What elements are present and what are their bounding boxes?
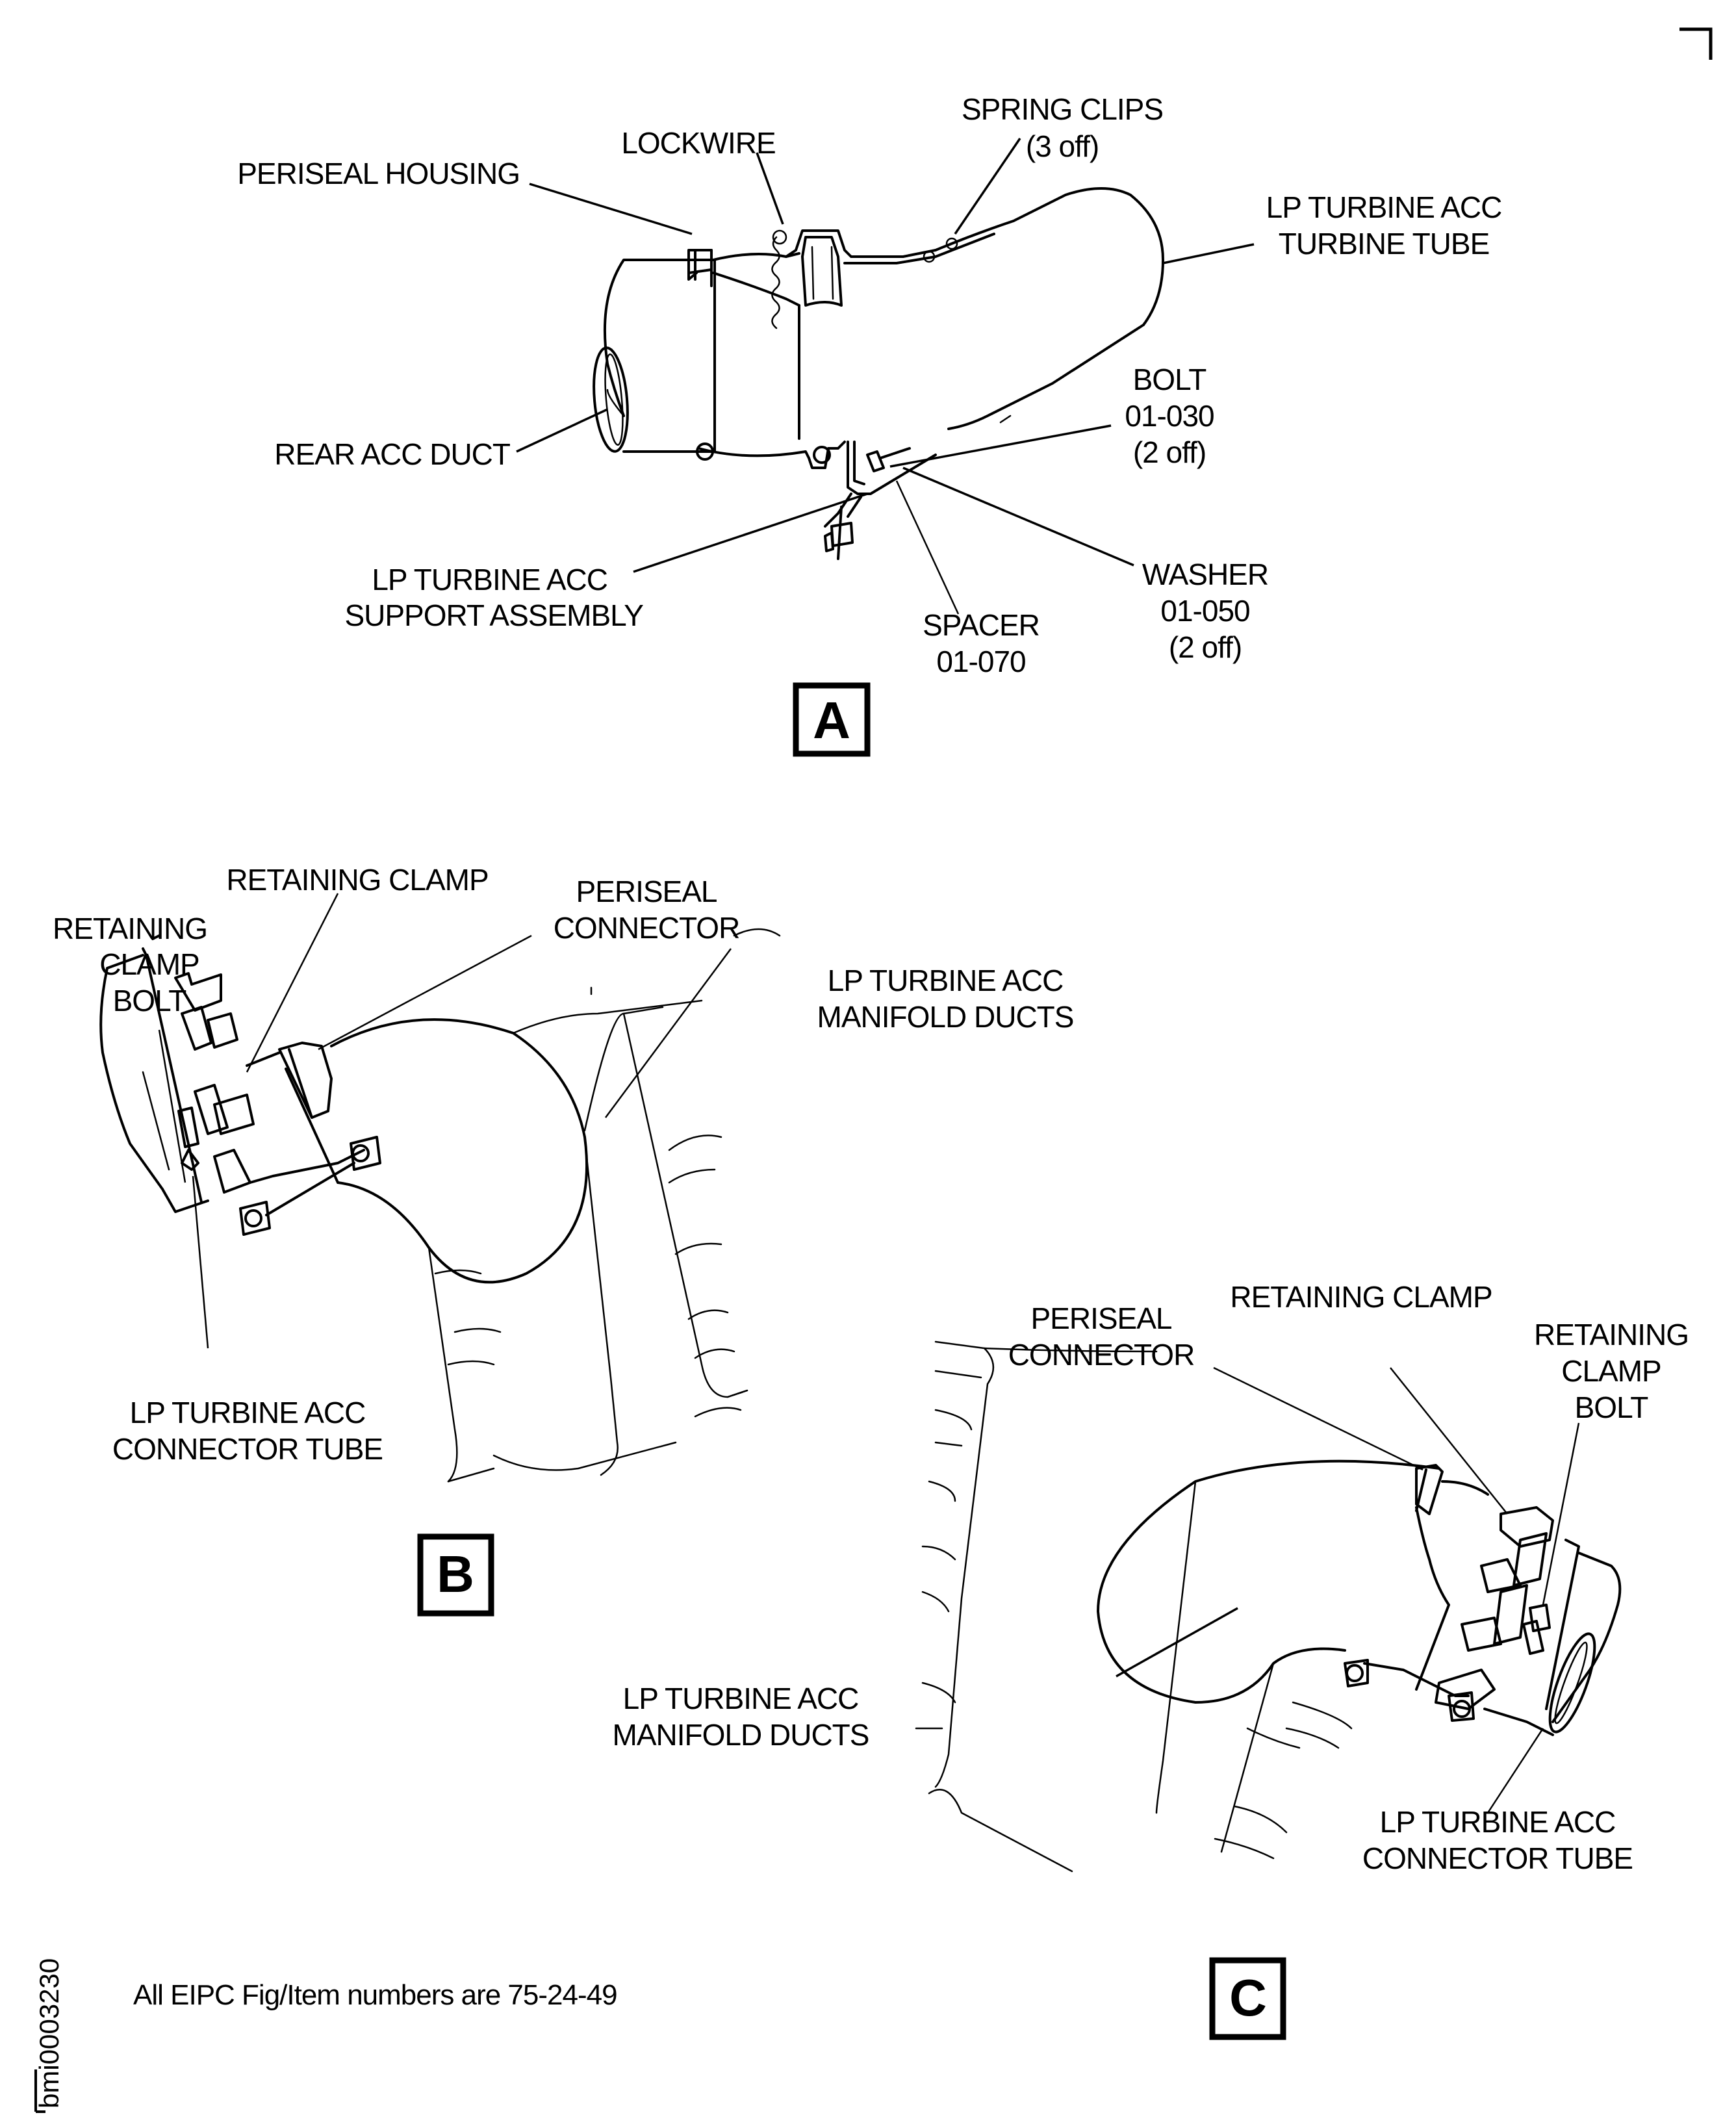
label-lockwire: LOCKWIRE — [621, 126, 775, 160]
retaining-clamp-b-shape — [174, 972, 381, 1236]
label-c-manifold-ducts-line2: MANIFOLD DUCTS — [613, 1718, 869, 1752]
manifold-ducts-c-shape — [915, 1340, 1440, 1873]
coupling-band-shape — [785, 229, 937, 307]
lockwire-shape — [771, 236, 780, 329]
view-a-drawing: PERISEAL HOUSING LOCKWIRE SPRING CLIPS (… — [237, 92, 1502, 757]
label-c-retaining-clamp: RETAINING CLAMP — [1230, 1280, 1492, 1314]
connector-tube-c-shape — [1483, 1539, 1622, 1736]
footnote-eipc-reference: All EIPC Fig/Item numbers are 75-24-49 — [133, 1979, 617, 2011]
label-b-connector-tube-line1: LP TURBINE ACC — [130, 1396, 366, 1429]
label-turbine-tube-line2: TURBINE TUBE — [1279, 227, 1490, 261]
support-bracket-shape — [696, 441, 937, 560]
label-washer-part-number: 01-050 — [1160, 594, 1249, 628]
view-b-marker-box-outer — [417, 1533, 494, 1617]
view-b-leaders — [158, 893, 732, 1349]
lockwire-loop — [772, 229, 787, 245]
rear-acc-duct-shape — [593, 259, 716, 453]
label-spring-clips: SPRING CLIPS — [962, 92, 1163, 126]
view-c-leaders — [1116, 1366, 1580, 1813]
label-b-retaining-clamp-bolt-line2: CLAMP — [99, 947, 199, 981]
label-c-connector-tube-line1: LP TURBINE ACC — [1380, 1805, 1616, 1839]
label-support-assembly-line2: SUPPORT ASSEMBLY — [344, 598, 643, 632]
label-c-connector-tube-line2: CONNECTOR TUBE — [1362, 1841, 1633, 1875]
label-washer-qty: (2 off) — [1169, 630, 1242, 664]
periseal-connector-c-shape — [1415, 1464, 1489, 1691]
label-b-retaining-clamp: RETAINING CLAMP — [226, 863, 488, 897]
label-b-retaining-clamp-bolt-line3: BOLT — [113, 984, 187, 1018]
view-a-letter: A — [813, 691, 850, 749]
view-c-drawing: PERISEAL CONNECTOR RETAINING CLAMP RETAI… — [613, 1280, 1689, 2040]
label-bolt-qty: (2 off) — [1133, 435, 1206, 469]
label-turbine-tube-line1: LP TURBINE ACC — [1266, 190, 1502, 224]
figure-id-block: bmi0003230 — [34, 1958, 64, 2108]
label-c-retaining-clamp-bolt-line1: RETAINING — [1534, 1318, 1689, 1351]
view-b-letter: B — [437, 1545, 474, 1603]
view-a-marker-box — [793, 682, 871, 757]
corner-crop-mark — [1679, 27, 1713, 60]
label-b-retaining-clamp-bolt-line1: RETAINING — [53, 912, 207, 945]
label-b-periseal-connector-line2: CONNECTOR — [554, 911, 740, 945]
turbine-tube-shape — [798, 187, 1164, 440]
label-c-retaining-clamp-bolt-line3: BOLT — [1575, 1390, 1649, 1424]
label-bolt: BOLT — [1133, 363, 1207, 396]
label-washer: WASHER — [1142, 557, 1268, 591]
label-c-retaining-clamp-bolt-line2: CLAMP — [1561, 1354, 1661, 1388]
label-b-connector-tube-line2: CONNECTOR TUBE — [112, 1432, 383, 1466]
label-support-assembly-line1: LP TURBINE ACC — [372, 563, 607, 596]
label-spring-clips-qty: (3 off) — [1026, 129, 1099, 163]
view-b-drawing: RETAINING CLAMP PERISEAL CONNECTOR RETAI… — [53, 863, 1074, 1617]
label-bolt-part-number: 01-030 — [1125, 399, 1214, 433]
label-spacer-part-number: 01-070 — [936, 645, 1025, 678]
figure-id: bmi0003230 — [34, 1958, 64, 2108]
label-b-periseal-connector-line1: PERISEAL — [576, 875, 717, 908]
view-c-letter: C — [1229, 1969, 1267, 2027]
label-rear-acc-duct: REAR ACC DUCT — [274, 437, 511, 471]
label-b-manifold-ducts-line1: LP TURBINE ACC — [828, 964, 1064, 997]
view-a-leaders — [516, 138, 1255, 615]
label-b-manifold-ducts-line2: MANIFOLD DUCTS — [817, 1000, 1074, 1034]
label-periseal-housing: PERISEAL HOUSING — [237, 157, 520, 190]
label-spacer: SPACER — [923, 608, 1040, 642]
manifold-ducts-b-shape — [330, 928, 781, 1483]
periseal-connector-b-shape — [246, 1042, 339, 1184]
view-c-marker-box — [1209, 1957, 1286, 2040]
periseal-housing-shape — [687, 249, 800, 307]
label-c-periseal-connector-line1: PERISEAL — [1031, 1301, 1172, 1335]
label-c-periseal-connector-line2: CONNECTOR — [1008, 1338, 1195, 1372]
label-c-manifold-ducts-line1: LP TURBINE ACC — [623, 1682, 859, 1715]
retaining-clamp-c-shape — [1344, 1506, 1554, 1722]
connector-tube-b-shape — [99, 934, 209, 1213]
